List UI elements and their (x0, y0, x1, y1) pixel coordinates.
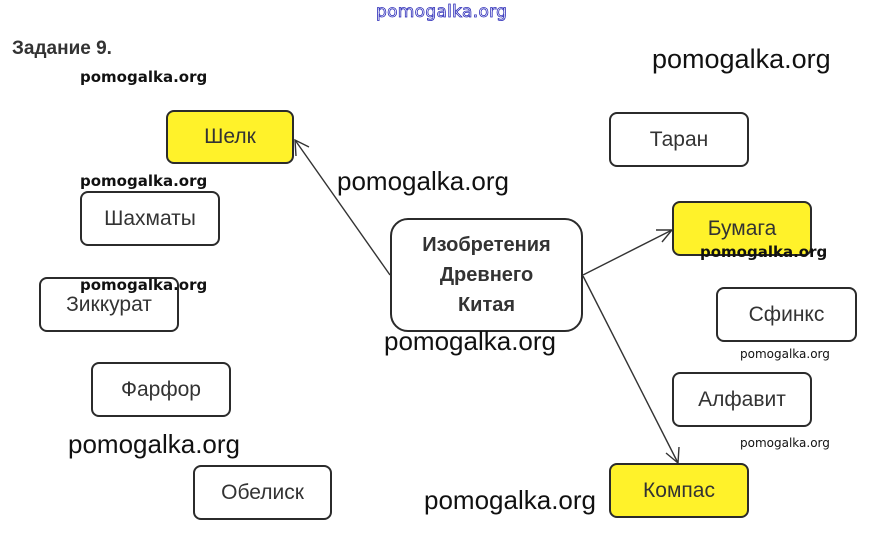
center-line-2: Древнего (439, 264, 534, 286)
watermark: pomogalka.org (337, 166, 509, 196)
node-chess: Шахматы (80, 191, 220, 246)
watermark: pomogalka.org (80, 276, 208, 294)
node-label: Компас (643, 478, 715, 502)
center-node: Изобретения Древнего Китая (390, 218, 583, 332)
watermark: pomogalka.org (384, 326, 556, 356)
node-label: Таран (649, 127, 709, 151)
node-sphinx: Сфинкс (716, 287, 857, 342)
node-ziggurat: Зиккурат (39, 277, 179, 332)
node-label: Обелиск (221, 480, 304, 504)
node-porcelain: Фарфор (91, 362, 231, 417)
watermark: pomogalka.org (68, 429, 240, 459)
node-silk: Шелк (166, 110, 294, 164)
node-label: Алфавит (698, 387, 786, 411)
watermark: pomogalka.org (740, 436, 830, 450)
node-compass: Компас (609, 463, 749, 518)
node-alphabet: Алфавит (672, 372, 812, 427)
node-label: Зиккурат (66, 292, 152, 316)
center-line-1: Изобретения (422, 234, 551, 256)
node-label: Шелк (204, 125, 256, 148)
node-label: Бумага (707, 216, 777, 240)
arrow-to-silk (294, 138, 391, 276)
arrow-to-paper (582, 229, 674, 276)
watermark: pomogalka.org (740, 347, 830, 361)
task-title: Задание 9. (12, 38, 112, 59)
watermark: pomogalka.org (652, 44, 831, 74)
site-watermark-top: pomogalka.org (376, 2, 508, 23)
node-label: Сфинкс (748, 302, 825, 326)
node-label: Фарфор (121, 377, 201, 401)
watermark: pomogalka.org (80, 68, 208, 86)
watermark: pomogalka.org (700, 243, 828, 261)
watermark: pomogalka.org (80, 172, 208, 190)
arrow-to-compass (582, 275, 680, 465)
node-ram: Таран (609, 112, 749, 167)
node-label: Шахматы (104, 206, 196, 230)
center-line-3: Китая (457, 294, 516, 316)
node-paper: Бумага (672, 201, 812, 256)
watermark: pomogalka.org (424, 485, 596, 515)
node-obelisk: Обелиск (193, 465, 332, 520)
